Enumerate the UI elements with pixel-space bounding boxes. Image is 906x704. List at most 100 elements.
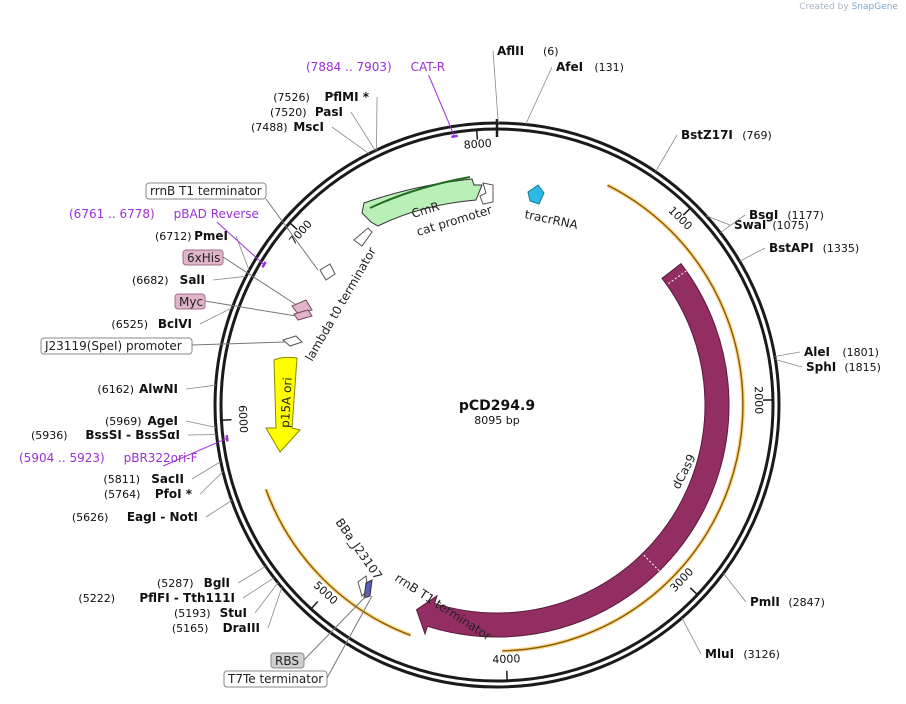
site-alwni[interactable]: AlwNI(6162): [97, 382, 216, 396]
j23119-promoter-feature[interactable]: [281, 335, 303, 347]
rrnb-t1-terminator-feature[interactable]: [319, 263, 336, 281]
site-name: BssSI - BssSαI: [85, 428, 180, 442]
site-draiii[interactable]: DraIII(5165): [172, 587, 283, 635]
site-stui[interactable]: StuI(5193): [174, 582, 279, 620]
p15a-ori-label: p15A ori: [278, 377, 295, 428]
site-bgli[interactable]: BglI(5287): [157, 565, 266, 590]
site-bsgi[interactable]: BsgI(1177): [720, 208, 824, 234]
site-position: (2847): [788, 596, 825, 609]
site-name: SacII: [151, 472, 184, 486]
site-pflmi-[interactable]: PflMI *(7526): [273, 90, 378, 151]
orange-track-left-line: [265, 489, 411, 636]
site-position: (6): [543, 45, 559, 58]
site-bsssi-bsss-i[interactable]: BssSI - BssSαI (5936): [31, 428, 217, 442]
dcas9-feature[interactable]: [415, 262, 730, 638]
site-pasi[interactable]: PasI(7520): [270, 105, 376, 151]
site-leader: [775, 359, 803, 368]
orange-track-left: [264, 488, 412, 638]
site-position: (131): [594, 61, 624, 74]
primer-layer: (7884 .. 7903)CAT-R (6761 .. 6778)pBAD Re…: [19, 60, 458, 467]
site-name: PflFI - Tth111I: [139, 591, 235, 605]
site-pmei[interactable]: PmeI(6712): [155, 229, 250, 271]
plasmid-length: 8095 bp: [474, 414, 519, 427]
tick-mark: [689, 587, 698, 596]
site-name: MscI: [293, 120, 324, 134]
site-position: (7520): [270, 106, 307, 119]
myc-feature[interactable]: [293, 309, 313, 321]
site-leader: [720, 214, 746, 234]
site-sphi[interactable]: SphI(1815): [775, 359, 881, 375]
primer-pbr322ori-f[interactable]: (5904 .. 5923) pBR322ori-F: [19, 435, 229, 467]
site-aflii[interactable]: AflII (6): [492, 44, 559, 124]
site-position: (1177): [787, 209, 824, 222]
site-name: AflII: [497, 44, 524, 58]
tick-label: 6000: [236, 405, 251, 434]
label-myc-box: Myc: [174, 293, 297, 317]
primer-leader: [163, 437, 228, 467]
site-msci[interactable]: MscI (7488): [251, 120, 370, 155]
tick-mark: [475, 129, 479, 140]
site-position: (6712): [155, 230, 192, 243]
site-leader: [525, 66, 553, 125]
site-leader: [205, 500, 232, 518]
primer-mark: [261, 261, 267, 268]
cat-promoter-feature[interactable]: [479, 182, 494, 205]
site-mlui[interactable]: MluI(3126): [681, 617, 780, 661]
site-name: SwaI: [734, 218, 766, 232]
site-position: (5764): [104, 488, 141, 501]
primer-range: (6761 .. 6778): [69, 207, 155, 221]
site-name: AfeI: [556, 60, 583, 74]
plasmid-name: pCD294.9: [459, 398, 535, 414]
cmr-feature[interactable]: [361, 178, 483, 227]
site-pflfi-tth111i[interactable]: PflFI - Tth111I (5222): [78, 577, 275, 605]
primer-name: pBR322ori-F: [124, 451, 198, 465]
site-position: (3126): [743, 648, 780, 661]
label-t7te: T7Te terminator: [227, 672, 323, 686]
site-bclvi[interactable]: BclVI(6525): [111, 307, 233, 331]
site-pmli[interactable]: PmlI(2847): [723, 572, 825, 609]
site-position: (5222): [78, 592, 115, 605]
primer-pbad-reverse[interactable]: (6761 .. 6778)pBAD Reverse: [69, 207, 267, 268]
site-name: AleI: [804, 345, 830, 359]
site-position: (6162): [97, 383, 134, 396]
site-position: (5936): [31, 429, 68, 442]
site-sacii[interactable]: SacII(5811): [103, 461, 221, 486]
site-bstz17i[interactable]: BstZ17I(769): [655, 128, 772, 173]
site-leader: [212, 275, 247, 281]
site-bstapi[interactable]: BstAPI(1335): [739, 241, 859, 262]
site-afei[interactable]: AfeI (131): [525, 60, 624, 125]
site-sali[interactable]: SalI(6682): [132, 273, 247, 287]
label-rbs: RBS: [275, 654, 299, 668]
site-eagi-noti[interactable]: EagI - NotI(5626): [72, 500, 232, 525]
p15a-ori-feature[interactable]: [265, 356, 301, 453]
label-rbs-box: RBS: [270, 593, 369, 669]
primer-range: (5904 .. 5923): [19, 451, 105, 465]
label-rrnb-t1-terminator: rrnB T1 terminator: [150, 184, 262, 198]
site-leader: [199, 307, 233, 325]
site-leader: [199, 471, 224, 495]
label-myc: Myc: [179, 295, 203, 309]
tracrrna-feature[interactable]: [527, 184, 545, 205]
site-alei[interactable]: AleI(1801): [774, 345, 879, 359]
site-position: (6682): [132, 274, 169, 287]
primer-cat-r[interactable]: (7884 .. 7903)CAT-R: [306, 60, 458, 139]
site-pfoi-[interactable]: PfoI * (5764): [104, 471, 224, 501]
site-position: (5626): [72, 511, 109, 524]
tick-mark: [682, 207, 691, 216]
site-name: BclVI: [158, 317, 192, 331]
site-name: AgeI: [148, 414, 178, 428]
site-agei[interactable]: AgeI(5969): [105, 414, 216, 428]
primer-mark: [451, 134, 458, 139]
site-name: BstZ17I: [681, 128, 733, 142]
site-name: PmeI: [194, 229, 228, 243]
label-j23119: J23119(SpeI) promoter: [44, 339, 182, 353]
lambda-t0-terminator-feature[interactable]: [353, 227, 373, 247]
rbs-feature[interactable]: [363, 579, 373, 599]
site-position: (7488): [251, 121, 288, 134]
site-swai[interactable]: SwaI(1075): [705, 215, 809, 232]
site-name: DraIII: [223, 621, 260, 635]
tick-mark: [310, 601, 319, 610]
primer-range: (7884 .. 7903): [306, 60, 392, 74]
site-name: PfoI *: [155, 487, 193, 501]
site-name: BglI: [204, 576, 230, 590]
